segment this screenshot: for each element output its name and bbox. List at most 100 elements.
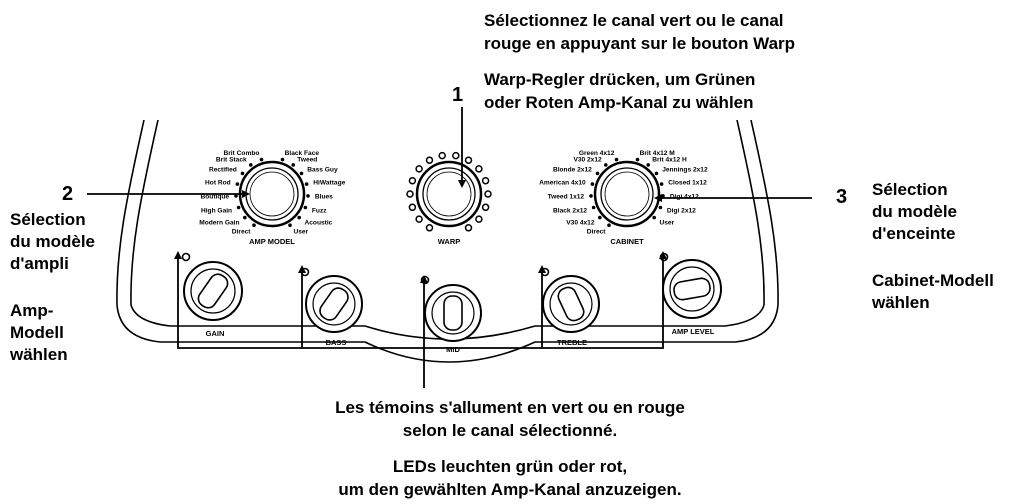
cabinet-option-label: V30 4x12 (566, 220, 595, 227)
amp-model-option-label: Tweed (297, 157, 317, 164)
cabinet-position-dot (590, 182, 595, 186)
cabinet-position-dot (604, 163, 608, 167)
cabinet-option-label: Brit 4x12 H (652, 157, 687, 164)
warp-led (406, 190, 414, 198)
treble-knob[interactable] (542, 275, 600, 333)
warp-led (415, 165, 423, 173)
warp-led (425, 156, 434, 164)
cabinet-position-dot (589, 194, 593, 198)
amp-model-option-label: Bass Guy (307, 167, 338, 174)
cabinet-position-dot (654, 171, 659, 176)
cabinet-position-dot (591, 205, 596, 210)
cabinet-position-dot (607, 223, 611, 227)
callout-number-1: 1 (452, 84, 464, 106)
warp-led (408, 176, 417, 185)
amp-model-position-dot (236, 205, 241, 210)
amp-model-option-label: Modern Gain (199, 220, 239, 227)
treble-label: TREBLE (557, 338, 587, 347)
caption-cab-fr-2: du modèle (872, 202, 958, 221)
cabinet-option-label: Closed 1x12 (668, 179, 707, 186)
cabinet-position-dot (598, 215, 602, 220)
cabinet-option-label: Black 2x12 (553, 207, 587, 214)
caption-led-fr-1: Les témoins s'allument en vert ou en rou… (335, 398, 685, 417)
amp-model-position-dot (304, 182, 309, 186)
bass-knob[interactable] (305, 275, 363, 333)
cabinet-position-dot (635, 157, 640, 162)
amp-model-option-label: Blues (315, 194, 333, 201)
cabinet-option-label: Jennings 2x12 (662, 167, 708, 174)
amp-model-position-dot (240, 171, 245, 176)
amp-level-knob[interactable] (662, 259, 722, 319)
amp-model-option-label: Hot Rod (205, 179, 231, 186)
cabinet-option-label: Blonde 2x12 (553, 167, 592, 174)
cabinet-knob[interactable] (593, 160, 661, 228)
cabinet-option-label: Digi 2x12 (667, 207, 696, 214)
cabinet-position-dot (659, 182, 664, 186)
caption-led-fr-2: selon le canal sélectionné. (402, 421, 618, 440)
callout-lines (87, 107, 812, 388)
cabinet-position-dot (595, 171, 600, 176)
amp-model-position-dot (297, 215, 302, 220)
led-gain (181, 252, 191, 262)
warp-led (415, 215, 423, 223)
warp-led-ring (406, 151, 492, 232)
cabinet-option-label: Tweed 1x12 (548, 194, 585, 201)
warp-label: WARP (438, 237, 461, 246)
amp-model-position-dot (299, 171, 304, 176)
warp-led (408, 203, 417, 212)
warp-led (481, 203, 490, 212)
lower-knobs (183, 259, 722, 342)
warp-led (475, 215, 483, 223)
caption-warp-fr-2: rouge en appuyant sur le bouton Warp (484, 34, 796, 53)
warp-led (481, 176, 490, 185)
gain-label: GAIN (206, 329, 225, 338)
cabinet-position-dot (646, 163, 650, 167)
amp-model-option-label: Black Face (285, 150, 320, 157)
caption-amp-fr-3: d'ampli (10, 254, 69, 273)
amp-model-position-dot (234, 194, 238, 198)
cabinet-label: CABINET (610, 237, 644, 246)
amp-model-position-dot (280, 157, 285, 162)
gain-knob[interactable] (183, 261, 243, 321)
cabinet-option-label: V30 2x12 (573, 157, 602, 164)
caption-led-de-2: um den gewählten Amp-Kanal anzuzeigen. (338, 480, 682, 499)
caption-cab-fr-3: d'enceinte (872, 224, 956, 243)
caption-amp-de-1: Amp- (10, 301, 54, 320)
caption-cab-de-2: wählen (872, 293, 930, 312)
amp-model-option-label: HiWattage (313, 179, 345, 186)
caption-warp-de-2: oder Roten Amp-Kanal zu wählen (484, 93, 754, 112)
bass-label: BASS (326, 338, 347, 347)
amp-model-position-dot (252, 223, 256, 227)
warp-led (475, 165, 483, 173)
mid-knob[interactable] (424, 284, 482, 342)
caption-amp-fr-1: Sélection (10, 210, 86, 229)
caption-cab-fr-1: Sélection (872, 180, 948, 199)
warp-led (438, 151, 446, 160)
warp-knob[interactable] (415, 160, 483, 228)
caption-amp-de-3: wählen (10, 345, 68, 364)
amp-model-position-dot (306, 194, 310, 198)
caption-warp-fr-1: Sélectionnez le canal vert ou le canal (484, 11, 784, 30)
callout-arrowheads (174, 180, 667, 283)
amp-model-option-label: Direct (232, 229, 251, 236)
amp-model-position-dots (234, 157, 310, 227)
cabinet-option-label: User (660, 220, 675, 227)
amp-model-option-label: High Gain (201, 207, 232, 214)
caption-amp-fr-2: du modèle (10, 232, 96, 251)
caption-warp-de-1: Warp-Regler drücken, um Grünen (484, 70, 756, 89)
cabinet-option-label: American 4x10 (539, 179, 586, 186)
callout-number-2: 2 (62, 183, 74, 205)
amp-model-knob[interactable] (238, 160, 306, 228)
amp-model-option-label: Boutique (201, 194, 230, 201)
amp-model-option-label: Brit Combo (223, 150, 259, 157)
amp-model-position-dot (235, 182, 240, 186)
cabinet-position-dot (614, 157, 619, 162)
callout-number-3: 3 (836, 186, 848, 208)
amp-model-position-dot (288, 223, 292, 227)
amp-model-option-label: User (294, 229, 309, 236)
caption-amp-de-2: Modell (10, 323, 64, 342)
cabinet-option-label: Brit 4x12 M (640, 150, 676, 157)
warp-led (425, 224, 434, 232)
warp-led (464, 224, 473, 232)
